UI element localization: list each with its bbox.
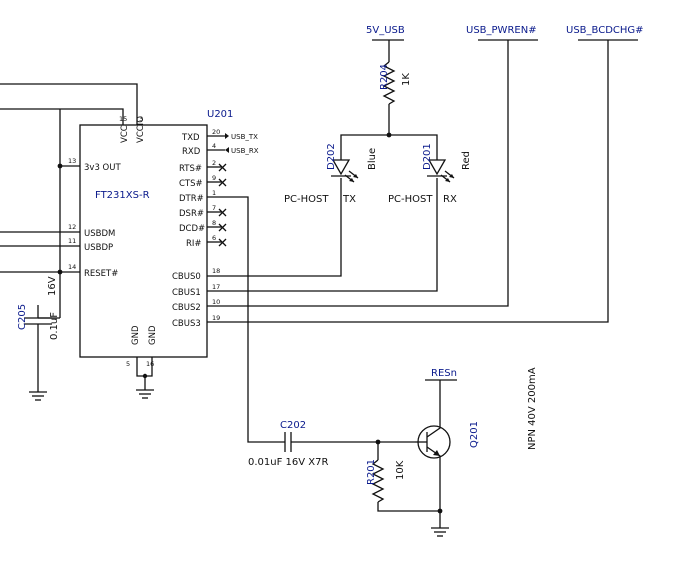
vcc-wire xyxy=(60,108,124,125)
q201-collector xyxy=(426,380,441,438)
r204-value: 1K xyxy=(401,73,412,86)
c205-voltage: 16V xyxy=(47,276,58,296)
cbus3-wire xyxy=(207,40,609,323)
d201-color: Red xyxy=(461,151,472,170)
d201-note2: RX xyxy=(443,194,457,205)
pin-gnd1-num: 5 xyxy=(126,360,130,368)
pin-dcd-label: DCD# xyxy=(179,224,205,234)
pin-rxd-label: RXD xyxy=(182,147,201,157)
d202-note1: PC-HOST xyxy=(284,194,329,205)
pin-usbdp-num: 11 xyxy=(68,237,76,245)
pin-dcd-num: 8 xyxy=(212,219,216,227)
pin-v3out-label: 3v3 OUT xyxy=(84,163,121,173)
q201-emitter-arrow xyxy=(433,450,440,456)
pin-cts-num: 9 xyxy=(212,174,216,182)
no-connect-marks xyxy=(207,163,227,247)
ground-symbol-ic xyxy=(136,389,154,399)
pin-cbus3-num: 19 xyxy=(212,314,220,322)
pin-dsr-num: 7 xyxy=(212,204,216,212)
pin-ri-num: 6 xyxy=(212,234,216,242)
pin-gnd2-num: 16 xyxy=(146,360,154,368)
pin-cts-label: CTS# xyxy=(179,179,203,189)
pin-cbus1-label: CBUS1 xyxy=(172,288,201,298)
net-5v-usb: 5V_USB xyxy=(366,25,405,36)
d202-ref: D202 xyxy=(326,143,337,170)
cbus0-wire xyxy=(207,178,342,277)
pin-rts-num: 2 xyxy=(212,159,216,167)
pin-reset-num: 14 xyxy=(68,263,76,271)
c202-ref: C202 xyxy=(280,420,306,431)
pin-dtr-label: DTR# xyxy=(179,194,204,204)
cbus2-wire xyxy=(207,40,509,307)
net-usb-rx: USB_RX xyxy=(231,147,259,155)
pin-v3out-num: 13 xyxy=(68,157,76,165)
net-usb-pwren: USB_PWREN# xyxy=(466,25,537,36)
pin-cbus0-label: CBUS0 xyxy=(172,272,201,282)
ic-part: FT231XS-R xyxy=(95,190,150,201)
net-usb-tx: USB_TX xyxy=(231,133,258,141)
ic-ref: U201 xyxy=(207,109,233,120)
pin-gnd1-label: GND xyxy=(131,325,141,345)
pin-gnd2-label: GND xyxy=(148,325,158,345)
cbus1-wire xyxy=(207,178,438,292)
ic-body xyxy=(79,124,208,358)
ground-symbol-q201 xyxy=(431,527,449,537)
pin-rxd-num: 4 xyxy=(212,142,216,150)
c205-value: 0.1uF xyxy=(49,312,60,340)
r204-symbol xyxy=(382,61,396,105)
pin-dsr-label: DSR# xyxy=(179,209,204,219)
txd-arrow xyxy=(225,133,229,139)
net-usb-bcdchg: USB_BCDCHG# xyxy=(566,25,644,36)
d202-color: Blue xyxy=(367,148,378,170)
rxd-arrow xyxy=(225,147,229,153)
r204-ref: R204 xyxy=(379,64,390,90)
vccio-wire xyxy=(0,83,138,125)
junction-dot xyxy=(386,132,392,138)
net-res: RESn xyxy=(431,368,457,379)
pin-ri-label: RI# xyxy=(186,239,202,249)
d201-symbol xyxy=(427,159,455,183)
r201-symbol xyxy=(371,459,385,503)
pin-rts-label: RTS# xyxy=(179,164,202,174)
d201-note1: PC-HOST xyxy=(388,194,433,205)
pin-txd-num: 20 xyxy=(212,128,220,136)
c202-value: 0.01uF 16V X7R xyxy=(248,457,328,468)
q201-emitter xyxy=(426,446,441,528)
pin-usbdm-label: USBDM xyxy=(84,229,115,239)
d201-ref: D201 xyxy=(422,143,433,170)
pin-txd-label: TXD xyxy=(181,133,200,143)
d202-symbol xyxy=(331,159,359,183)
r201-value: 10K xyxy=(395,460,406,480)
q201-ref: Q201 xyxy=(469,421,480,448)
pin-cbus2-label: CBUS2 xyxy=(172,303,201,313)
q201-value: NPN 40V 200mA xyxy=(527,367,538,450)
pin-vccio-num: 3 xyxy=(139,115,143,123)
ground-symbol-c205 xyxy=(29,391,47,401)
pin-usbdm-num: 12 xyxy=(68,223,76,231)
c205-ref: C205 xyxy=(17,304,28,330)
pin-reset-label: RESET# xyxy=(84,269,118,279)
d202-note2: TX xyxy=(342,194,356,205)
pin-cbus0-num: 18 xyxy=(212,267,220,275)
pin-vcc-num: 15 xyxy=(119,115,127,123)
pin-usbdp-label: USBDP xyxy=(84,243,113,253)
pin-vcc-label: VCC xyxy=(120,125,130,143)
pin-dtr-num: 1 xyxy=(212,189,216,197)
r201-ref: R201 xyxy=(366,459,377,485)
dtr-wire xyxy=(207,196,285,443)
pin-cbus2-num: 10 xyxy=(212,298,220,306)
pin-cbus1-num: 17 xyxy=(212,283,220,291)
pin-cbus3-label: CBUS3 xyxy=(172,319,201,329)
r201-bot-wire xyxy=(377,502,440,512)
pin-vccio-label: VCCIO xyxy=(136,116,146,143)
